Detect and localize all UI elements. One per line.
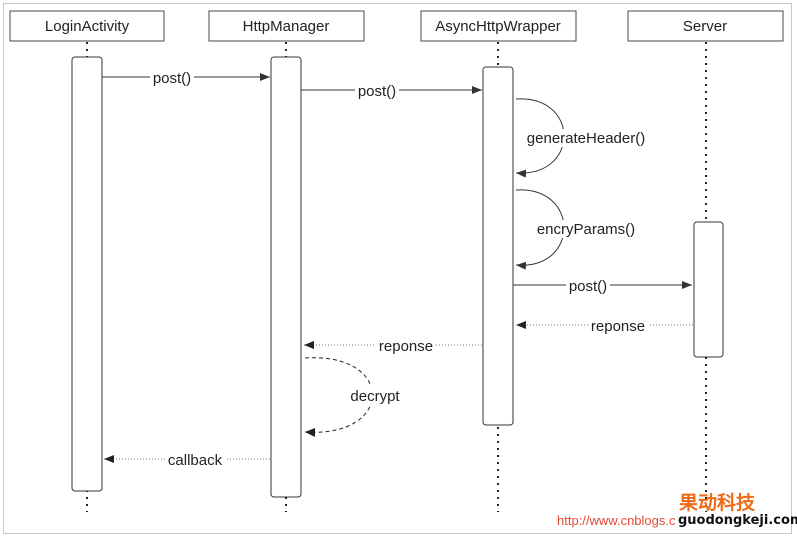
diagram-frame: [3, 3, 792, 534]
actor-http-manager-label: HttpManager: [243, 18, 330, 35]
watermark: http://www.cnblogs.c 果动科技 guodongkeji.co…: [557, 491, 797, 528]
message-generate-header: generateHeader(): [515, 98, 645, 178]
message-label: post(): [153, 70, 191, 87]
actor-server-label: Server: [683, 18, 727, 35]
activation-login-activity: [71, 56, 103, 492]
message-label: post(): [569, 278, 607, 295]
message-response-async-to-http: reponse: [304, 336, 482, 355]
message-response-server-to-async: reponse: [516, 317, 693, 335]
message-label: encryParams(): [537, 221, 635, 238]
message-label: reponse: [379, 338, 433, 355]
watermark-domain: guodongkeji.com: [678, 513, 797, 528]
message-label: callback: [168, 452, 223, 469]
actor-login-activity-label: LoginActivity: [45, 18, 130, 35]
message-post-async-to-server: post(): [513, 276, 692, 295]
message-post-login-to-http: post(): [102, 68, 270, 87]
message-label: decrypt: [350, 388, 400, 405]
activation-http-manager: [270, 56, 302, 498]
actor-async-http-wrapper: AsyncHttpWrapper: [420, 10, 577, 42]
message-label: post(): [358, 83, 396, 100]
actor-http-manager: HttpManager: [208, 10, 365, 42]
watermark-url: http://www.cnblogs.c: [557, 513, 676, 528]
message-encry-params: encryParams(): [515, 189, 636, 270]
message-label: reponse: [591, 318, 645, 335]
actor-login-activity: LoginActivity: [9, 10, 165, 42]
message-post-http-to-async: post(): [301, 81, 482, 100]
message-callback: callback: [104, 451, 270, 469]
actor-async-http-wrapper-label: AsyncHttpWrapper: [435, 18, 561, 35]
actor-server: Server: [627, 10, 784, 42]
activation-server: [693, 221, 724, 358]
message-label: generateHeader(): [527, 130, 645, 147]
watermark-logo: 果动科技: [678, 491, 756, 514]
activation-async-http-wrapper: [482, 66, 514, 426]
message-decrypt: decrypt: [304, 357, 403, 437]
